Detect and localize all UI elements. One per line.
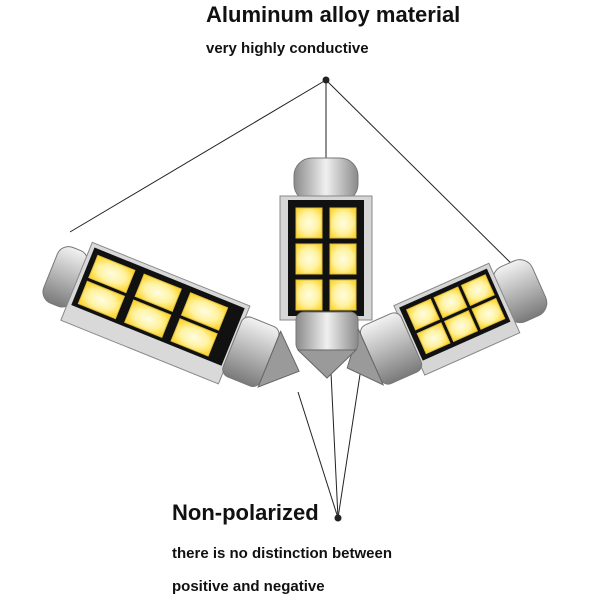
right-led-chips (406, 274, 506, 355)
center-led-chips (295, 207, 357, 311)
material-heading: Aluminum alloy material (206, 2, 461, 27)
center-festoon-bulb (279, 157, 373, 379)
left-festoon-bulb (42, 241, 300, 388)
polarity-subtext-line1: there is no distinction between (172, 545, 393, 562)
right-festoon-bulb (346, 259, 548, 386)
polarity-subtext-line2: positive and negative (172, 578, 325, 595)
left-led-chips (77, 254, 229, 357)
callout-lines-bottom (297, 351, 364, 522)
callout-lines-top (69, 76, 529, 281)
material-subtext: very highly conductive (206, 40, 369, 57)
polarity-heading: Non-polarized (172, 500, 319, 525)
